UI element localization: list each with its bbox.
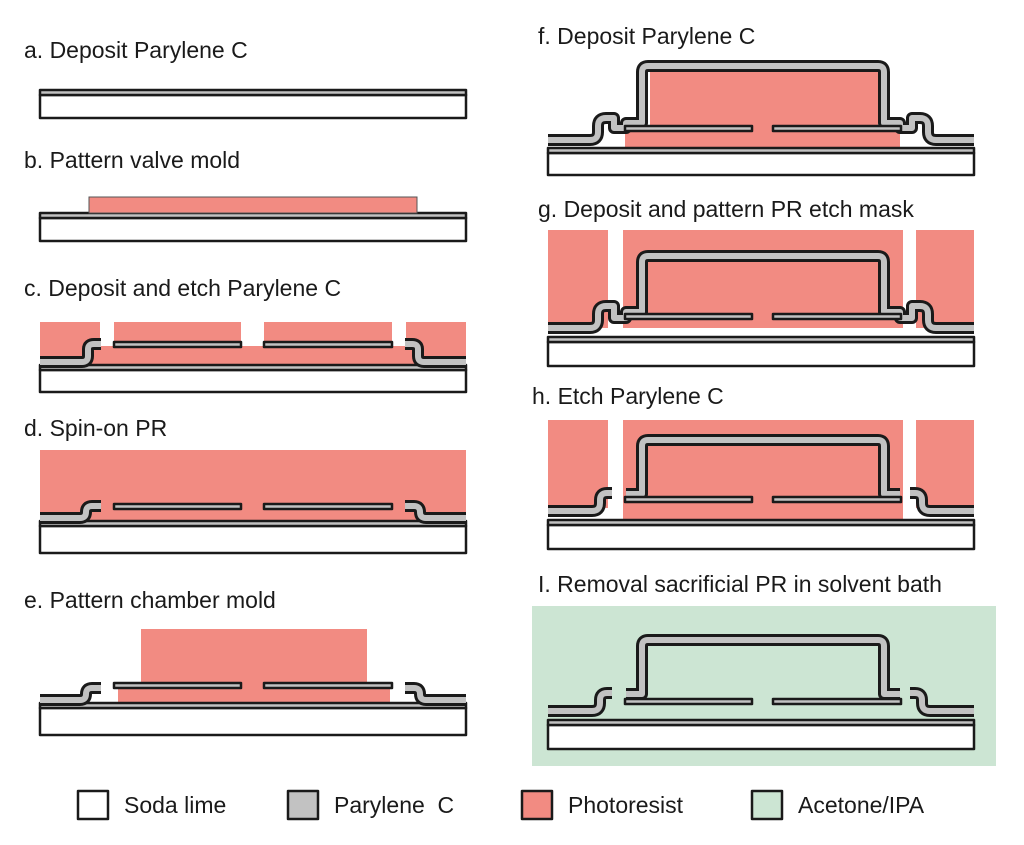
step-h-parylene-left-wall-fill xyxy=(548,490,612,514)
step-h-parylene-right-wall-fill xyxy=(910,490,974,514)
step-d-valve-flap-left xyxy=(112,502,243,511)
step-i-parylene-right-wall-fill xyxy=(910,690,974,714)
step-c-valve-flap-right xyxy=(262,340,394,349)
step-f-substrate xyxy=(546,151,976,177)
step-e-chamber-mold xyxy=(141,629,367,685)
step-c-parylene-right-step-fill xyxy=(405,341,466,365)
step-c-valve-flap-left xyxy=(112,340,243,349)
step-f-parylene-chamber-wall-fill xyxy=(548,63,974,143)
legend-label-photoresist: Photoresist xyxy=(568,792,684,818)
step-a-substrate xyxy=(38,93,468,120)
step-a: a. Deposit Parylene C xyxy=(24,37,468,120)
step-d: d. Spin-on PR xyxy=(24,415,468,555)
step-b-title: b. Pattern valve mold xyxy=(24,147,240,173)
step-e-title: e. Pattern chamber mold xyxy=(24,587,276,613)
step-b-substrate xyxy=(38,216,468,243)
step-e-parylene-layer xyxy=(38,701,468,710)
legend-swatch-parylene xyxy=(286,789,320,821)
step-i-parylene-chamber-wall-fill xyxy=(626,637,900,697)
step-h-substrate xyxy=(546,523,976,551)
step-h-parylene-layer xyxy=(546,518,976,527)
step-f: f. Deposit Parylene C xyxy=(538,23,976,177)
step-e-valve-flap-right xyxy=(262,681,394,690)
step-h-valve-flap-right xyxy=(771,495,903,504)
step-b-valve-mold xyxy=(88,196,418,214)
step-a-title: a. Deposit Parylene C xyxy=(24,37,248,63)
step-c: c. Deposit and etch Parylene C xyxy=(24,275,468,394)
step-g-title: g. Deposit and pattern PR etch mask xyxy=(538,196,914,222)
step-b: b. Pattern valve mold xyxy=(24,147,468,243)
step-f-valve-flap-left xyxy=(623,124,754,133)
step-e-substrate xyxy=(38,706,468,737)
step-h-title: h. Etch Parylene C xyxy=(532,383,724,409)
step-d-parylene-right-step-fill xyxy=(405,503,466,521)
step-d-parylene-layer xyxy=(38,519,468,528)
step-d-photoresist xyxy=(40,450,466,522)
step-g-substrate xyxy=(546,340,976,368)
step-d-parylene-left-step-fill xyxy=(40,503,101,521)
step-f-parylene-layer xyxy=(546,146,976,155)
step-d-substrate xyxy=(38,524,468,555)
step-i-valve-flap-right xyxy=(771,697,903,706)
step-e-parylene-left-step-fill xyxy=(40,685,101,703)
step-e-valve-flap-left xyxy=(112,681,243,690)
step-f-title: f. Deposit Parylene C xyxy=(538,23,755,49)
step-c-valve-mold xyxy=(96,346,410,366)
step-c-parylene-left-step-fill xyxy=(40,341,101,365)
legend-label-solvent: Acetone/IPA xyxy=(798,792,925,818)
step-a-parylene-layer xyxy=(38,88,468,97)
step-d-valve-flap-right xyxy=(262,502,394,511)
step-d-title: d. Spin-on PR xyxy=(24,415,167,441)
step-c-title: c. Deposit and etch Parylene C xyxy=(24,275,341,301)
step-i: I. Removal sacrificial PR in solvent bat… xyxy=(532,571,996,766)
step-i-valve-flap-left xyxy=(623,697,754,706)
step-i-parylene-left-wall-fill xyxy=(548,690,612,714)
step-e-parylene-right-step-fill xyxy=(405,685,466,703)
legend-swatch-solvent xyxy=(750,789,784,821)
step-h: h. Etch Parylene C xyxy=(532,383,976,551)
legend-swatch-photoresist xyxy=(520,789,554,821)
legend-swatch-soda-lime xyxy=(76,789,110,821)
step-f-valve-mold xyxy=(625,128,900,148)
step-g-etch-mask-center xyxy=(623,230,903,328)
step-g: g. Deposit and pattern PR etch mask xyxy=(538,196,976,368)
step-g-valve-flap-left xyxy=(623,312,754,321)
step-i-title: I. Removal sacrificial PR in solvent bat… xyxy=(538,571,942,597)
step-i-parylene-layer xyxy=(546,718,976,727)
step-g-valve-flap-right xyxy=(771,312,903,321)
step-b-parylene-layer xyxy=(38,211,468,220)
step-c-substrate xyxy=(38,368,468,394)
legend-label-parylene: Parylene C xyxy=(334,792,454,818)
step-e: e. Pattern chamber mold xyxy=(24,587,468,737)
legend-label-soda-lime: Soda lime xyxy=(124,792,226,818)
step-i-substrate xyxy=(546,723,976,751)
step-f-chamber-mold xyxy=(650,68,878,130)
step-c-parylene-layer xyxy=(38,363,468,372)
step-h-valve-flap-left xyxy=(623,495,754,504)
step-h-parylene-chamber-wall-fill xyxy=(626,437,900,497)
step-f-valve-flap-right xyxy=(771,124,903,133)
legend: Soda lime Parylene C Photoresist Acetone… xyxy=(76,789,925,821)
step-g-parylene-chamber-wall-fill xyxy=(548,253,974,331)
step-g-parylene-layer xyxy=(546,335,976,344)
